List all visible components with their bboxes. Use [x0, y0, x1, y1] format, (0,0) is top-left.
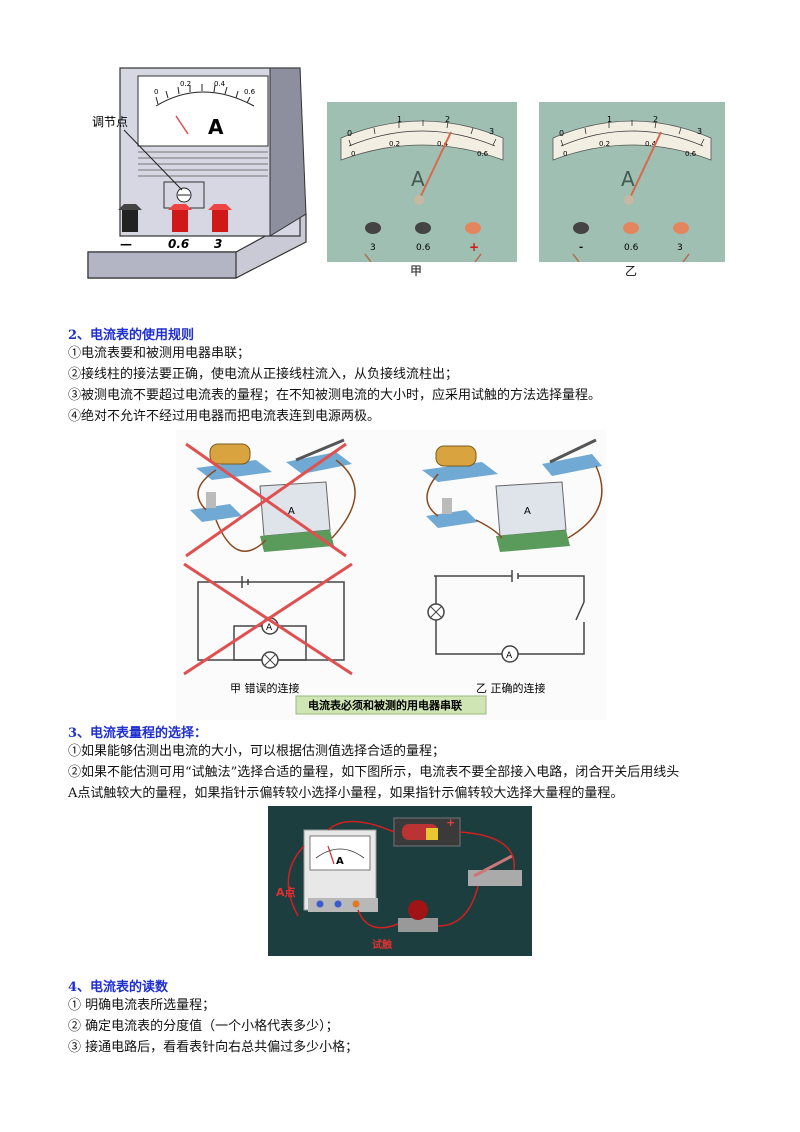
wrong-connection-label: 甲 错误的连接 — [230, 681, 300, 695]
terminal-blue-icon — [316, 900, 324, 908]
upper-tick-label: 2 — [653, 115, 658, 124]
terminal-red-icon — [208, 204, 232, 232]
ammeter-device-figure: 0 0.2 0.4 0.6 A — 0.6 3 调节点 — [87, 67, 307, 279]
terminal-orange-icon — [623, 222, 639, 234]
series-connection-figure: A A 甲 错误的连接 A — [176, 430, 606, 720]
upper-tick-label: 0 — [347, 129, 352, 138]
panel-caption-right: 乙 — [625, 264, 638, 278]
meter-unit-label: A — [524, 506, 531, 517]
lower-tick-label: 0 — [563, 150, 567, 158]
meter-unit-label: A — [288, 506, 295, 517]
upper-tick-label: 2 — [445, 115, 450, 124]
meter-unit-label: A — [621, 167, 635, 191]
lower-tick-label: 0.6 — [685, 150, 697, 158]
terminal-label: 0.6 — [624, 243, 639, 253]
meter-needle — [327, 845, 335, 865]
upper-tick-label: 1 — [397, 115, 402, 124]
a-point-label: A点 — [276, 885, 296, 899]
upper-tick-label: 3 — [697, 127, 702, 136]
meter-unit-label: A — [336, 856, 344, 867]
meter-panel-left: 0 1 2 3 0 0.2 0.4 0.6 A 3 0.6 + — [327, 102, 517, 262]
rule-line: ④绝对不允许不经过用电器而把电流表连到电源两极。 — [68, 409, 381, 424]
section-heading: 3、电流表量程的选择： — [68, 726, 208, 741]
range-line: ①如果能够估测出电流的大小，可以根据估测值选择合适的量程； — [68, 744, 446, 759]
lamp-icon — [408, 900, 428, 920]
meter-needle — [628, 131, 662, 201]
panel-caption-left: 甲 — [410, 264, 423, 278]
terminal-orange-icon — [673, 222, 689, 234]
range-line: ②如果不能估测可用“试触法”选择合适的量程，如下图所示，电流表不要全部接入电路，… — [68, 765, 680, 780]
terminal-label: 0.6 — [416, 243, 431, 253]
terminal-label: — — [120, 237, 132, 251]
terminal-label: + — [469, 240, 479, 254]
terminal-black-icon — [365, 222, 381, 234]
terminal-label: - — [579, 242, 583, 253]
lower-tick-label: 0.6 — [477, 150, 489, 158]
reading-line: ② 确定电流表的分度值（一个小格代表多少）； — [68, 1019, 339, 1034]
terminal-black-icon — [118, 204, 142, 232]
lower-tick-label: 0.4 — [437, 140, 449, 148]
rule-line: ②接线柱的接法要正确，使电流从正接线柱流入，从负接线流柱出； — [68, 367, 459, 382]
rule-line: ①电流表要和被测用电器串联； — [68, 346, 251, 361]
dial-tick-label: 0 — [154, 88, 158, 96]
meter-unit-label: A — [266, 623, 273, 633]
meter-needle — [418, 131, 452, 201]
reading-line: ① 明确电流表所选量程； — [68, 998, 216, 1013]
range-line: A点试触较大的量程，如果指针示偏转较小选择小量程，如果指针示偏转较大选择大量程的… — [68, 786, 624, 801]
trial-touch-label: 试触 — [372, 938, 392, 951]
wrong-cross-icon — [185, 442, 347, 558]
right-circuit-apparatus: A — [422, 438, 603, 552]
upper-tick-label: 3 — [489, 127, 494, 136]
meter-unit-label: A — [506, 651, 513, 661]
terminal-label: 0.6 — [168, 237, 189, 251]
rule-line: ③被测电流不要超过电流表的量程；在不知被测电流的大小时，应采用试触的方法选择量程… — [68, 388, 602, 403]
needle-pivot-icon — [624, 195, 634, 205]
lower-tick-label: 0.4 — [645, 140, 657, 148]
lower-tick-label: 0 — [351, 150, 355, 158]
right-connection-label: 乙 正确的连接 — [476, 681, 546, 695]
series-rule-banner: 电流表必须和被测的用电器串联 — [308, 698, 462, 712]
terminal-black-icon — [415, 222, 431, 234]
lamp-symbol-icon — [261, 651, 279, 669]
reading-line: ③ 接通电路后，看看表针向右总共偏过多少小格； — [68, 1040, 359, 1055]
meter-needle — [175, 115, 189, 135]
lower-tick-label: 0.2 — [389, 140, 400, 148]
meter-unit-label: A — [411, 167, 425, 191]
meter-panel-right: 0 1 2 3 0 0.2 0.4 0.6 A - 0.6 3 — [539, 102, 725, 262]
terminal-black-icon — [573, 222, 589, 234]
adjust-point-label: 调节点 — [92, 115, 128, 129]
dial-tick-label: 0.2 — [180, 80, 191, 88]
plus-label: + — [446, 816, 455, 829]
terminal-blue-icon — [334, 900, 342, 908]
terminal-label: 3 — [214, 237, 222, 251]
switch-icon — [473, 854, 513, 878]
lamp-symbol-icon — [427, 603, 445, 621]
dial-tick-label: 0.6 — [244, 88, 256, 96]
needle-pivot-icon — [414, 195, 424, 205]
terminal-orange-icon — [352, 900, 360, 908]
dial-tick-label: 0.4 — [214, 80, 226, 88]
upper-tick-label: 1 — [607, 115, 612, 124]
terminal-red-icon — [168, 204, 192, 232]
terminal-label: 3 — [370, 243, 376, 253]
section-heading: 2、电流表的使用规则 — [68, 328, 195, 343]
trial-touch-figure: A + A点 试触 — [268, 806, 532, 956]
meter-unit-label: A — [208, 115, 224, 139]
wrong-cross-icon — [183, 562, 353, 676]
ammeter-symbol-icon — [501, 645, 519, 663]
terminal-orange-icon — [465, 222, 481, 234]
section-heading: 4、电流表的读数 — [68, 980, 169, 995]
terminal-label: 3 — [677, 243, 683, 253]
lower-tick-label: 0.2 — [599, 140, 610, 148]
upper-tick-label: 0 — [559, 129, 564, 138]
